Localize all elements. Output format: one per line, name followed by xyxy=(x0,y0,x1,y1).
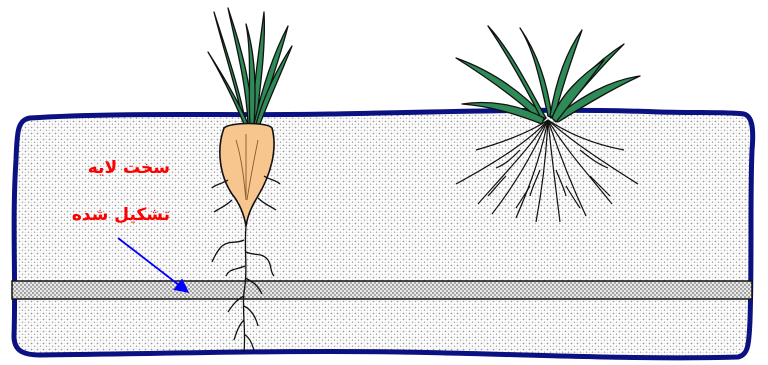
label-hardpan-line1: سخت لایه xyxy=(60,158,170,178)
left-leaves xyxy=(208,8,292,125)
label-hardpan-line2: تشکیل شده xyxy=(55,205,170,225)
hardpan-layer xyxy=(12,281,752,299)
soil-block xyxy=(14,110,753,358)
